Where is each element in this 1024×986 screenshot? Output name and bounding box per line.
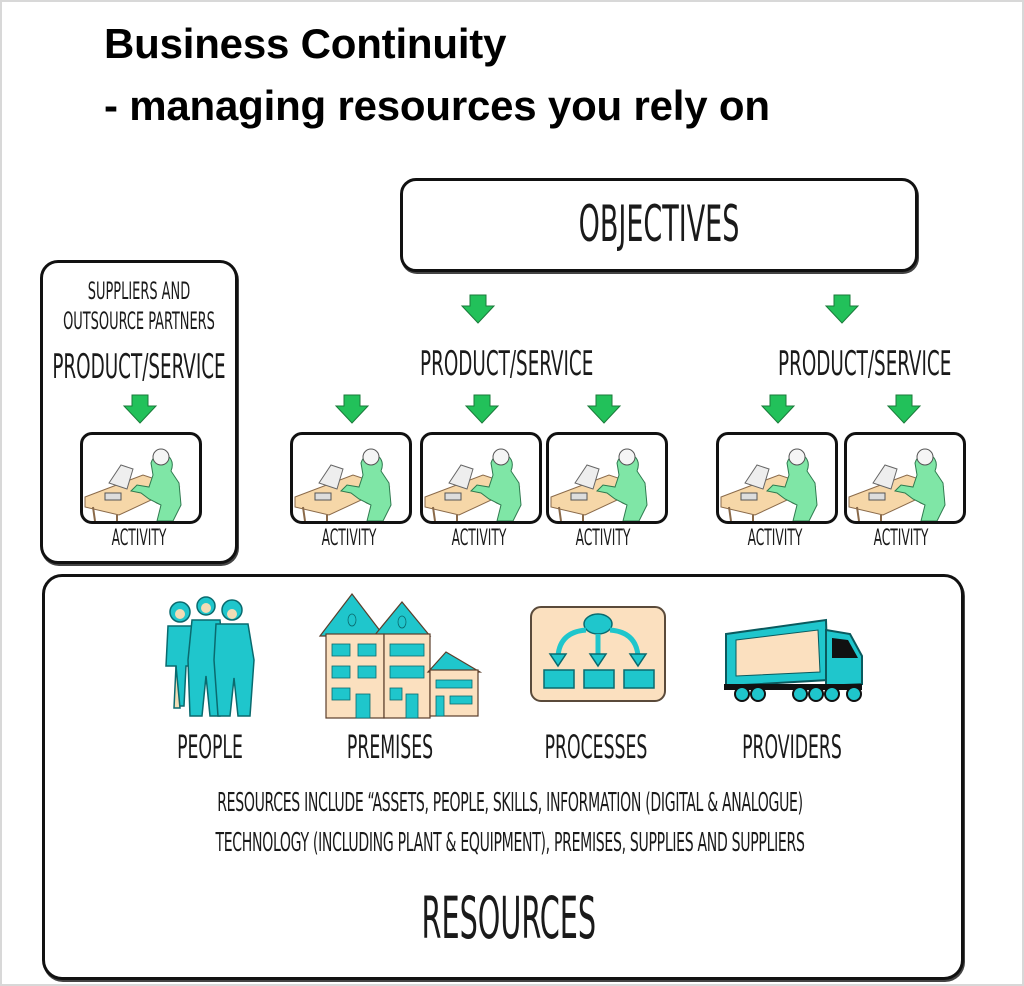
activity-image: [290, 432, 412, 524]
activity-image: [420, 432, 542, 524]
activity-image: [844, 432, 966, 524]
suppliers-heading-line2: Outsource Partners: [63, 307, 215, 335]
activity-image: [546, 432, 668, 524]
down-arrow-icon: [464, 394, 500, 424]
resources-description-line2: technology (including plant & equipment)…: [215, 828, 805, 858]
slide-subtitle: - managing resources you rely on: [104, 82, 770, 129]
worker-at-desk-icon: [294, 448, 392, 521]
down-arrow-icon: [586, 394, 622, 424]
activity-label: Activity: [451, 526, 507, 551]
activity-label: Activity: [111, 526, 167, 551]
down-arrow-icon: [824, 294, 860, 324]
down-arrow-icon: [886, 394, 922, 424]
resources-title: Resources: [421, 884, 597, 952]
resource-label-providers: Providers: [742, 728, 842, 766]
activity-label: Activity: [575, 526, 631, 551]
suppliers-heading-line1: Suppliers and: [87, 277, 191, 305]
flowchart-icon: [530, 606, 666, 702]
down-arrow-icon: [334, 394, 370, 424]
resources-description-line1: Resources include “assets, people, skill…: [217, 788, 803, 818]
down-arrow-icon: [460, 294, 496, 324]
product-service-label-2: Product/Service: [778, 344, 952, 384]
worker-at-desk-icon: [424, 448, 522, 521]
worker-at-desk-icon: [550, 448, 648, 521]
truck-icon: [724, 618, 863, 702]
activity-image: [80, 432, 202, 524]
suppliers-product-service: Product/Service: [52, 347, 226, 387]
product-service-label-1: Product/Service: [420, 344, 594, 384]
resource-label-premises: Premises: [346, 728, 434, 766]
worker-at-desk-icon: [84, 448, 182, 521]
resource-label-people: People: [177, 728, 243, 766]
worker-at-desk-icon: [720, 448, 818, 521]
down-arrow-icon: [760, 394, 796, 424]
resource-label-processes: Processes: [544, 728, 648, 766]
building-icon: [318, 593, 482, 719]
activity-label: Activity: [873, 526, 929, 551]
activity-image: [716, 432, 838, 524]
people-icon: [165, 596, 255, 717]
down-arrow-icon: [122, 394, 158, 424]
slide-title: Business Continuity: [104, 20, 507, 67]
worker-at-desk-icon: [848, 448, 946, 521]
activity-label: Activity: [747, 526, 803, 551]
objectives-label: Objectives: [578, 195, 740, 253]
objectives-box: Objectives: [400, 178, 918, 272]
activity-label: Activity: [321, 526, 377, 551]
